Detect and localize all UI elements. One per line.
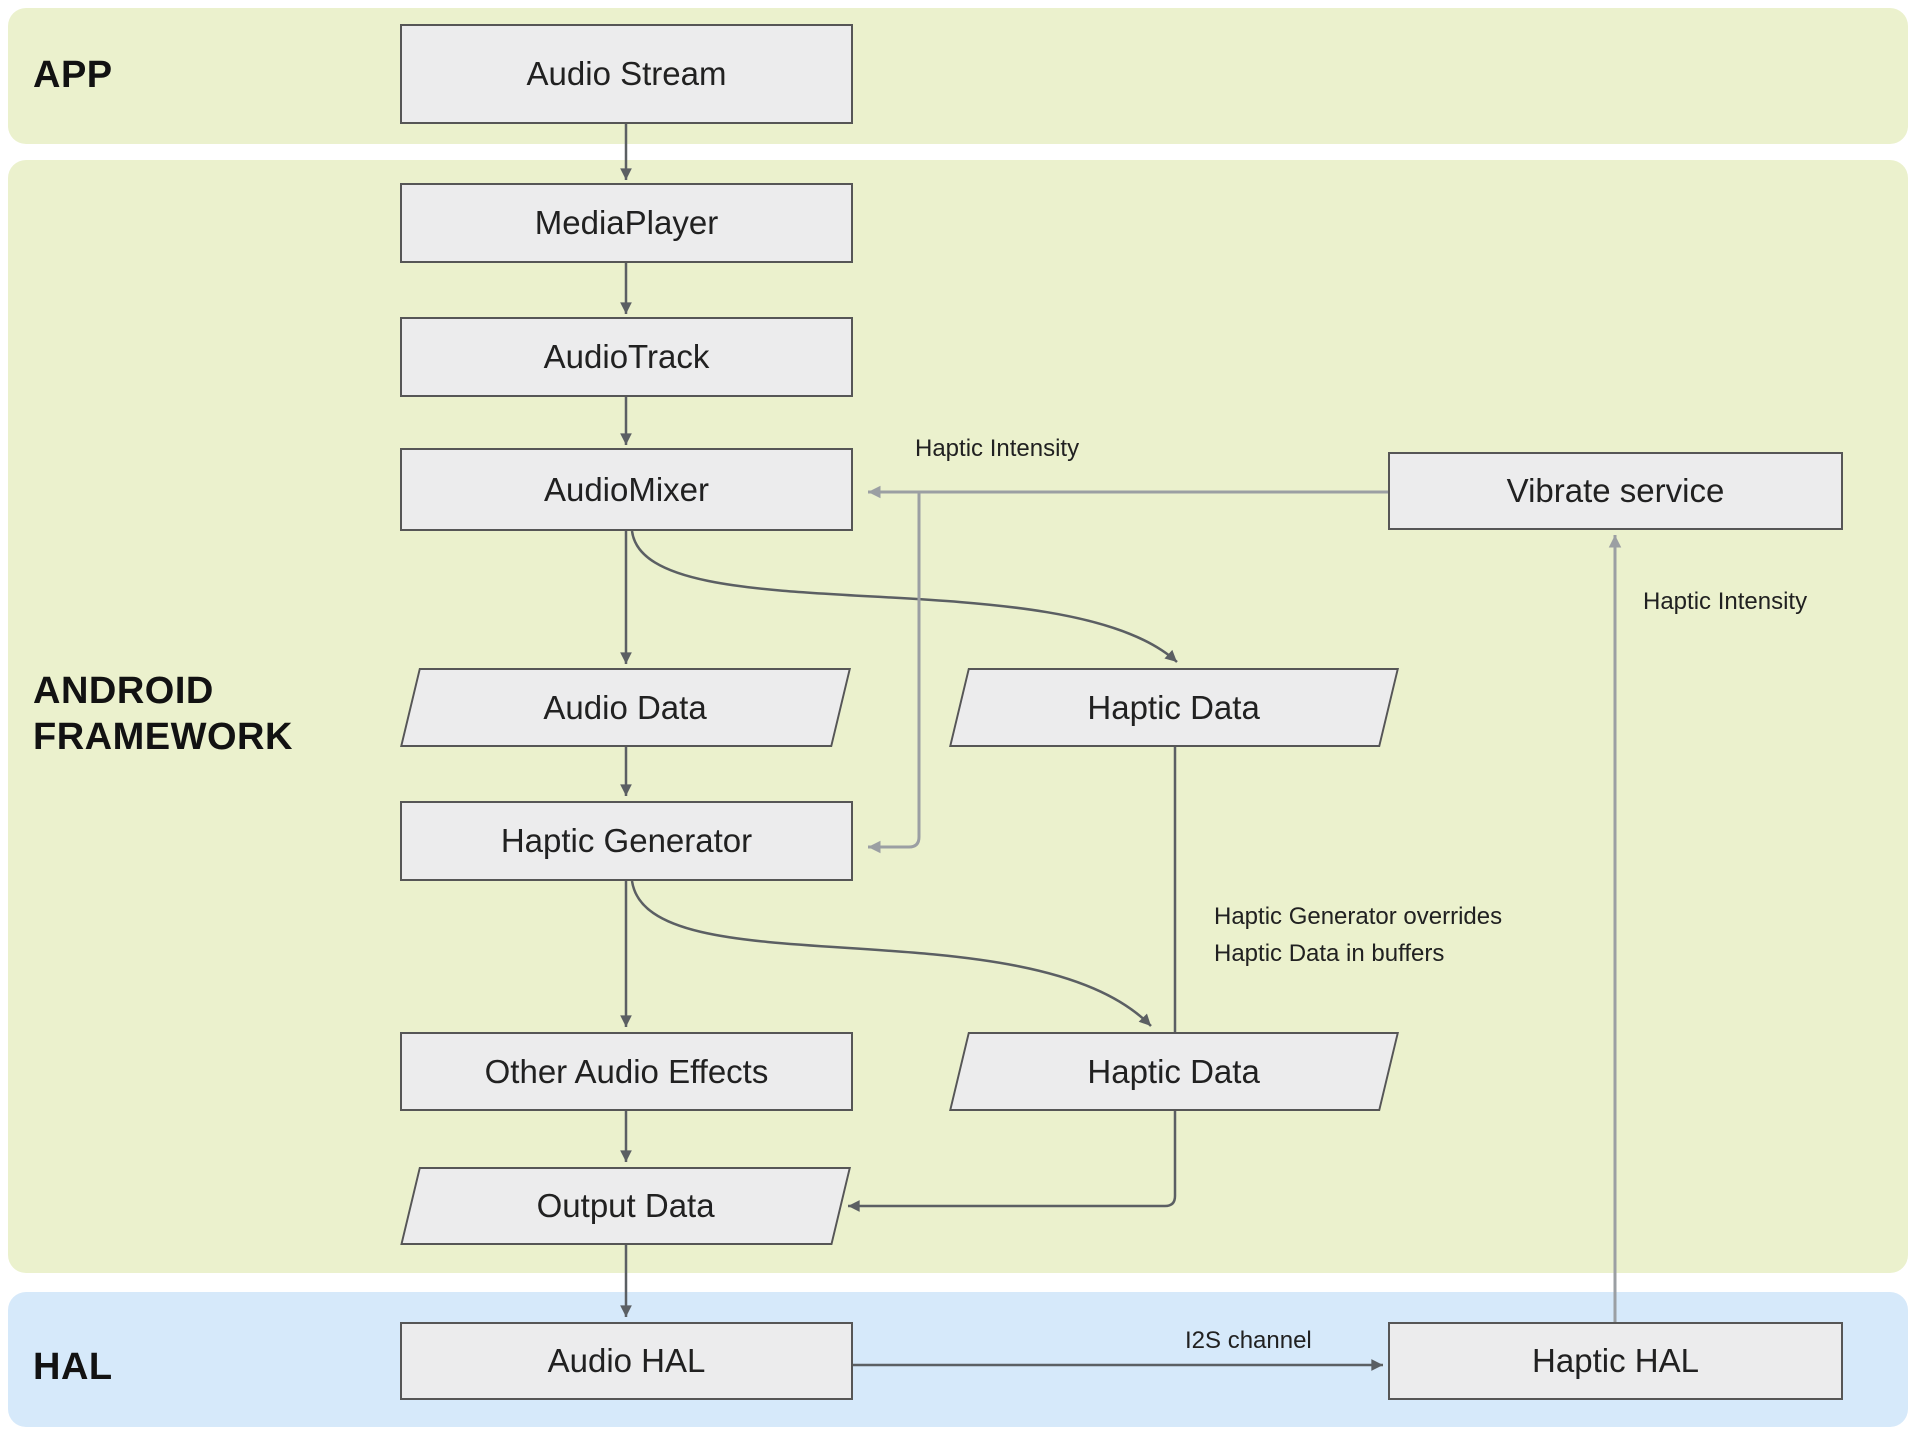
node-audio-mixer-label: AudioMixer	[543, 470, 710, 508]
node-output-data-label: Output Data	[536, 1187, 715, 1224]
node-audio-mixer: AudioMixer	[400, 448, 853, 531]
node-vibrate-service-label: Vibrate service	[1506, 472, 1725, 509]
node-audio-hal-label: Audio HAL	[547, 1342, 706, 1379]
node-output-data: Output Data	[400, 1167, 851, 1245]
edge-label-haptic-intensity-to-vibrate: Haptic Intensity	[1643, 588, 1808, 615]
node-vibrate-service: Vibrate service	[1388, 452, 1843, 530]
node-haptic-data-top-label: Haptic Data	[1087, 688, 1261, 726]
node-audio-data-label: Audio Data	[543, 688, 708, 726]
node-audio-data: Audio Data	[400, 668, 851, 747]
node-haptic-data-bottom-label: Haptic Data	[1087, 1052, 1261, 1090]
node-audio-stream-label: Audio Stream	[526, 55, 727, 92]
node-audio-hal: Audio HAL	[400, 1322, 853, 1400]
node-audio-track-label: AudioTrack	[543, 338, 710, 375]
node-haptic-hal: Haptic HAL	[1388, 1322, 1843, 1400]
node-haptic-data-bottom: Haptic Data	[949, 1032, 1399, 1111]
band-app	[8, 8, 1908, 144]
band-label-android-framework: ANDROID FRAMEWORK	[33, 670, 293, 759]
edge-label-override-note: Haptic Generator overrides Haptic Data i…	[1214, 903, 1503, 968]
node-haptic-data-top: Haptic Data	[949, 668, 1399, 747]
edge-label-i2s-channel: I2S channel	[1185, 1327, 1312, 1354]
edge-label-haptic-intensity-to-mixer: Haptic Intensity	[915, 435, 1080, 462]
band-label-hal: HAL	[33, 1346, 113, 1388]
node-media-player: MediaPlayer	[400, 183, 853, 263]
band-label-app: APP	[33, 54, 113, 96]
node-haptic-generator-label: Haptic Generator	[500, 822, 753, 859]
node-media-player-label: MediaPlayer	[534, 204, 719, 241]
node-other-audio-effects-label: Other Audio Effects	[484, 1052, 769, 1090]
node-haptic-generator: Haptic Generator	[400, 801, 853, 881]
node-other-audio-effects: Other Audio Effects	[400, 1032, 853, 1111]
node-audio-track: AudioTrack	[400, 317, 853, 397]
node-audio-stream: Audio Stream	[400, 24, 853, 124]
node-haptic-hal-label: Haptic HAL	[1532, 1342, 1699, 1379]
